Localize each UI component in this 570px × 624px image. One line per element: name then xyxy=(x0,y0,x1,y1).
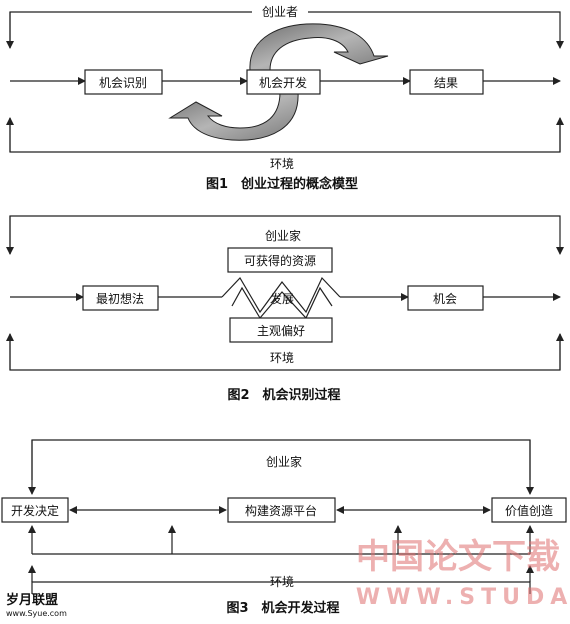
logo: 岁月联盟 www.Syue.com xyxy=(6,592,67,618)
fig2-box-initial-idea xyxy=(82,285,159,311)
fig1-cycle-graphic xyxy=(168,23,389,141)
fig3-box-value xyxy=(491,497,567,523)
fig3-box-decision xyxy=(1,497,69,523)
fig2-box-preference xyxy=(229,317,333,343)
logo-text: 岁月联盟 xyxy=(6,592,58,608)
fig3-top-label: 创业家 xyxy=(266,454,302,469)
fig2-bottom-label: 环境 xyxy=(270,350,294,365)
fig3-box-decision-label: 开发决定 xyxy=(11,503,59,518)
fig1-box-development xyxy=(246,69,321,95)
watermark-text: 中国论文下载 xyxy=(356,537,560,577)
fig2-development-label: 发展 xyxy=(270,291,294,306)
fig1-box-result-label: 结果 xyxy=(434,76,458,90)
fig2-top-label: 创业家 xyxy=(265,228,301,243)
fig2-zigzag-inner xyxy=(231,286,333,320)
fig3-bottom-label: 环境 xyxy=(270,574,294,589)
fig1-box-result xyxy=(409,69,484,95)
figure-2: 创业家 发展 最初想法 可获得的资源 主观偏好 机会 环境 图2 机会识别过程 xyxy=(6,215,564,403)
fig3-caption: 图3 机会开发过程 xyxy=(226,600,339,616)
fig1-box-development-label: 机会开发 xyxy=(259,75,307,90)
fig3-bottom-bracket xyxy=(31,581,531,594)
fig2-box-resources xyxy=(227,247,333,273)
fig2-box-opportunity-label: 机会 xyxy=(433,292,457,306)
fig1-caption: 图1 创业过程的概念模型 xyxy=(206,176,358,192)
fig1-box-identification-label: 机会识别 xyxy=(99,76,147,90)
watermark: 中国论文下载 WWW.STUDA. xyxy=(356,537,570,610)
fig2-box-resources-label: 可获得的资源 xyxy=(244,253,316,268)
fig3-box-platform-label: 构建资源平台 xyxy=(245,503,317,518)
figure-3: 创业家 开发决定 构建资源平台 价值创造 环境 图3 机会开发过程 xyxy=(1,439,567,616)
fig3-box-value-label: 价值创造 xyxy=(505,503,553,518)
fig1-bottom-label: 环境 xyxy=(270,156,294,171)
fig2-box-opportunity xyxy=(407,285,484,311)
figure-1: 创业者 机会识别 机会开发 结果 环境 图1 创业过程的概念模型 xyxy=(6,4,564,192)
fig3-box-platform xyxy=(227,497,336,523)
fig1-top-label: 创业者 xyxy=(262,5,298,19)
watermark-url: WWW.STUDA. xyxy=(356,585,570,610)
logo-url: www.Syue.com xyxy=(6,609,67,618)
fig2-zigzag-outer xyxy=(221,276,341,314)
fig1-box-identification xyxy=(84,69,163,95)
fig1-top-label-bg xyxy=(252,4,308,20)
fig2-caption: 图2 机会识别过程 xyxy=(227,387,340,403)
fig2-box-preference-label: 主观偏好 xyxy=(257,323,305,338)
fig2-box-initial-idea-label: 最初想法 xyxy=(96,291,144,306)
